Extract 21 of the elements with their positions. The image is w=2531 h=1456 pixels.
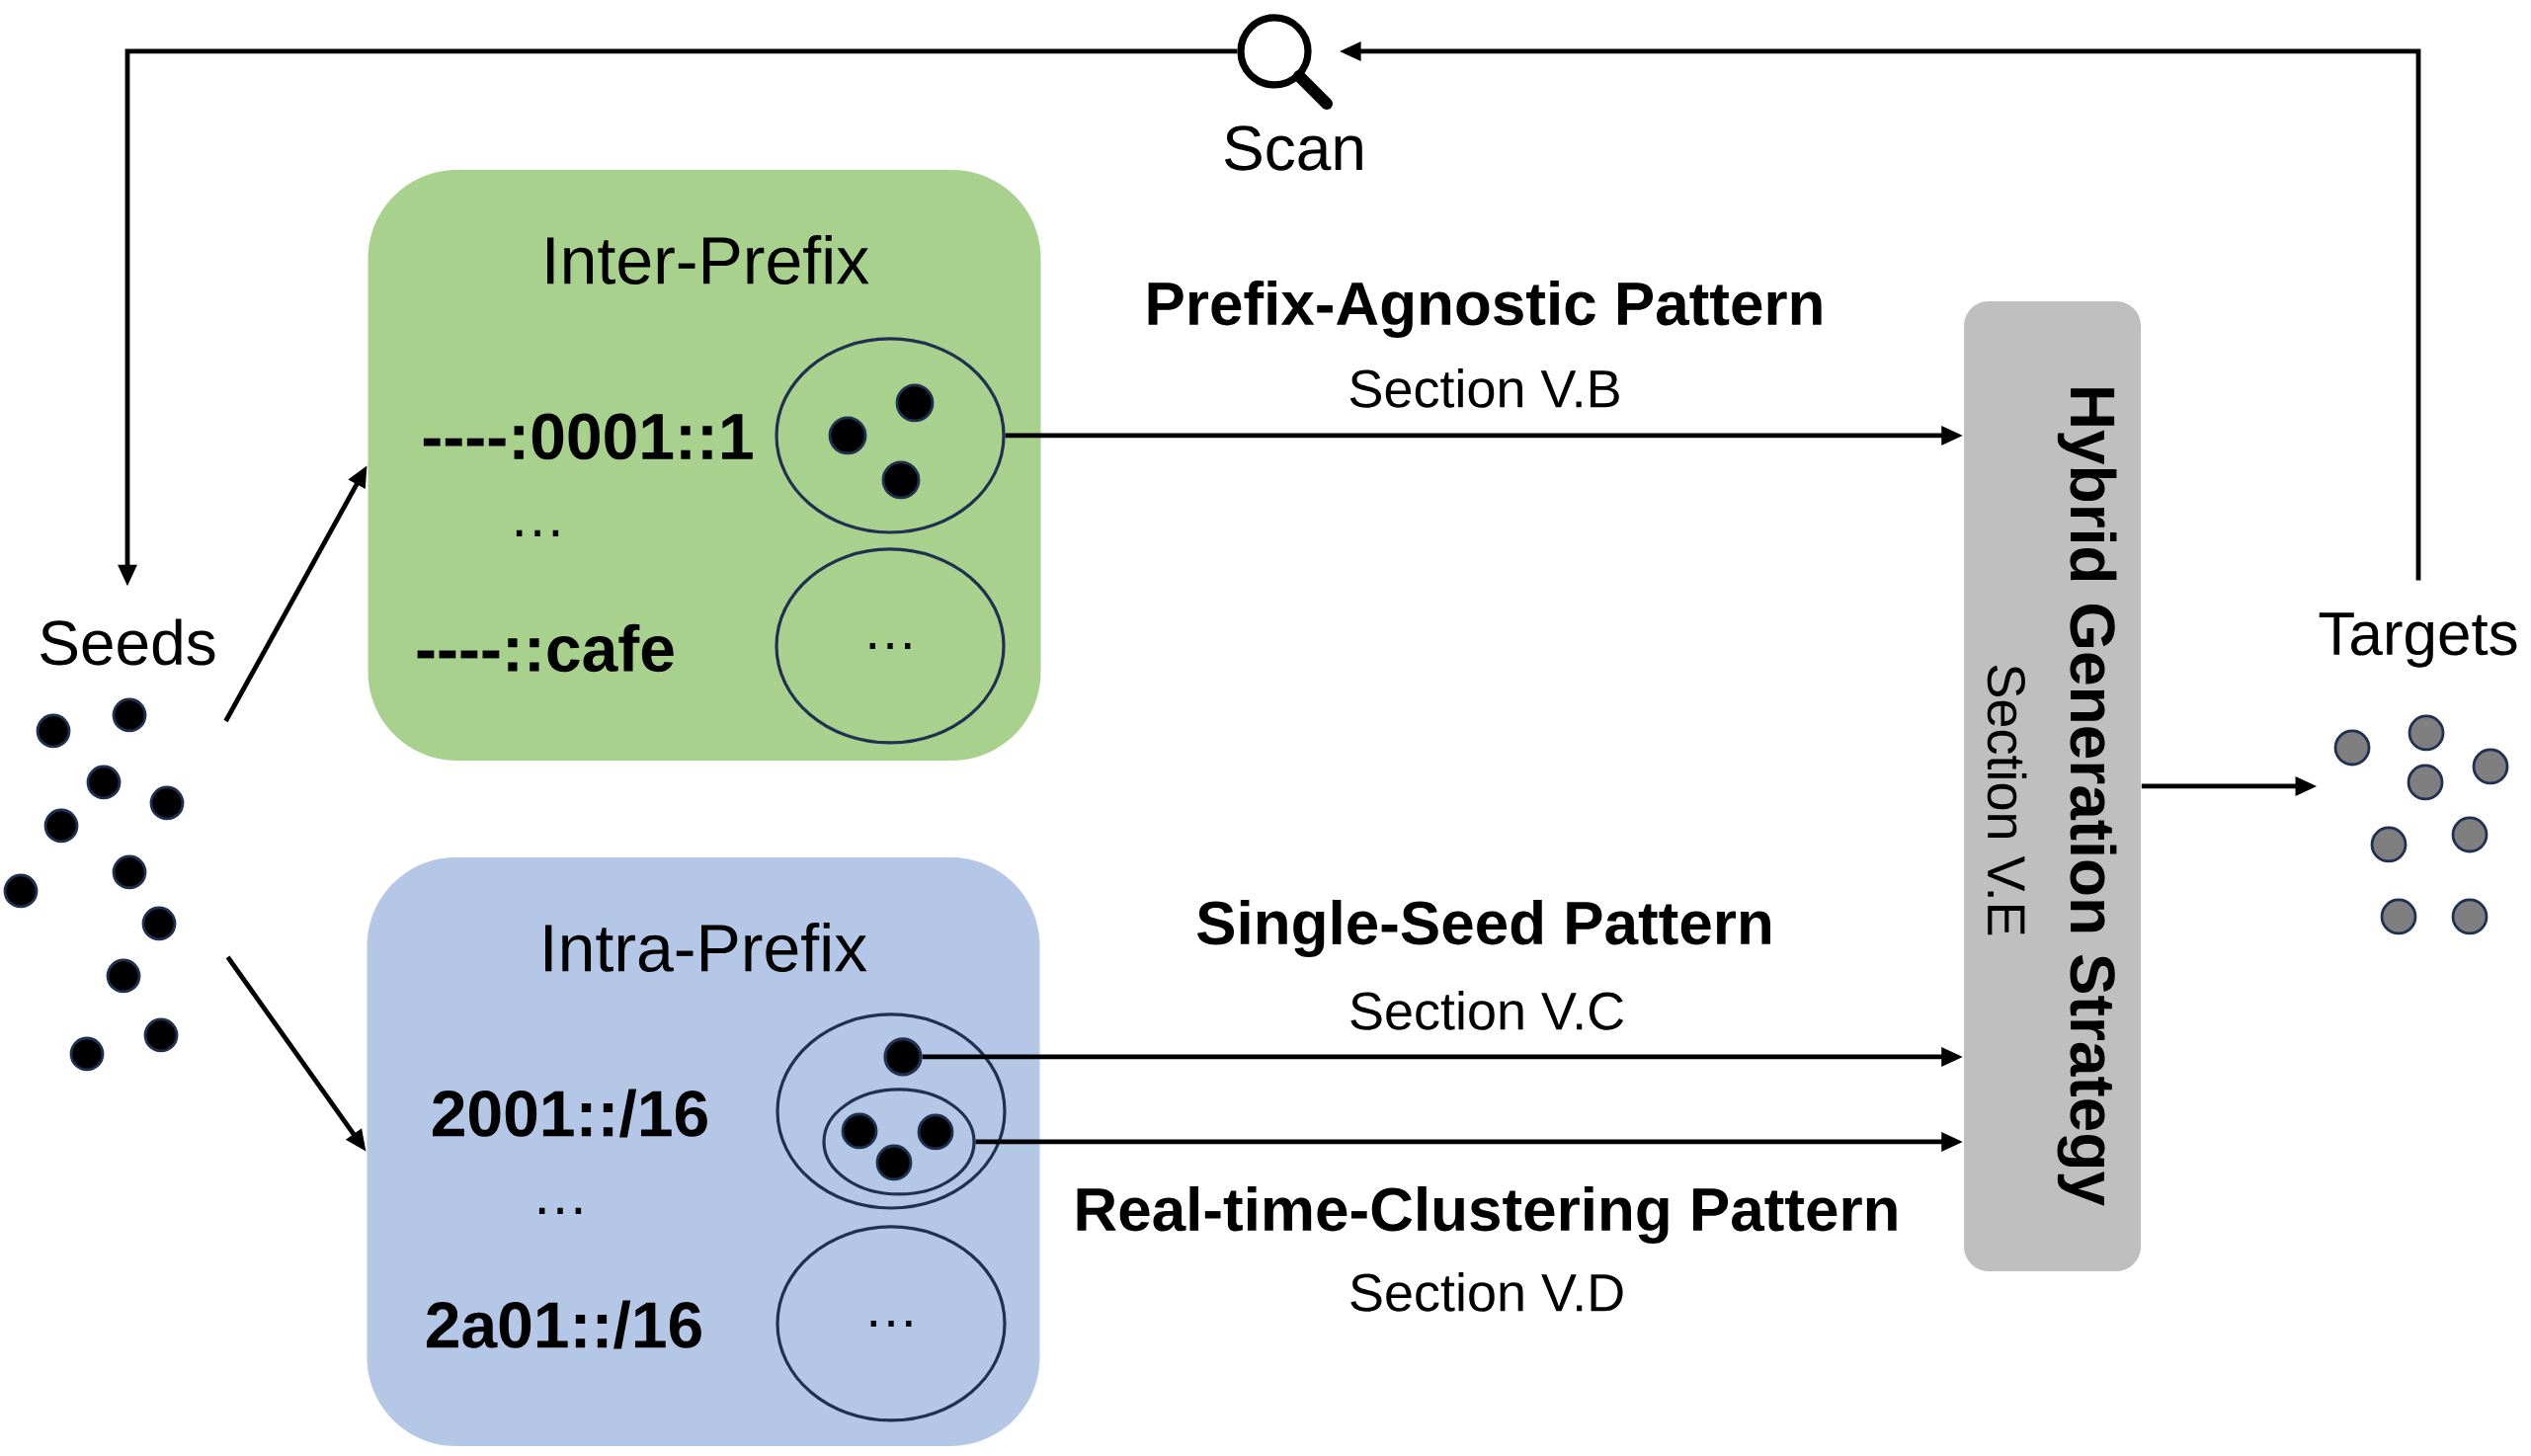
- prefix-label: 2001::/16: [433, 1089, 707, 1138]
- prefix-label: 2a01::/16: [427, 1300, 701, 1349]
- node-label: Scan: [1224, 125, 1362, 171]
- section-reference: Section V.D: [1350, 1272, 1623, 1312]
- section-reference: Section V.C: [1350, 991, 1624, 1030]
- edge-label: Single-Seed Pattern: [1196, 899, 1770, 957]
- panel-heading: Inter-Prefix: [547, 235, 869, 284]
- prefix-label: ----::cafe: [417, 623, 674, 673]
- bar-title: Hybrid Generation Strategy: [2057, 388, 2117, 1206]
- edge-label: Prefix-Agnostic Pattern: [1148, 280, 1822, 338]
- node-label: Targets: [2319, 612, 2517, 668]
- edge-label: Real-time-Clustering Pattern: [1077, 1185, 1897, 1244]
- section-reference: Section V.E: [1987, 665, 2027, 935]
- panel-heading: Intra-Prefix: [545, 923, 867, 972]
- ellipse: [776, 1012, 1007, 1210]
- ellipsis: …: [516, 529, 559, 537]
- node-label: Seeds: [41, 618, 215, 666]
- section-reference: Section V.B: [1349, 368, 1619, 408]
- prefix-label: ----:0001::1: [423, 413, 753, 460]
- dot: [883, 1037, 923, 1077]
- ellipsis: …: [538, 1207, 582, 1215]
